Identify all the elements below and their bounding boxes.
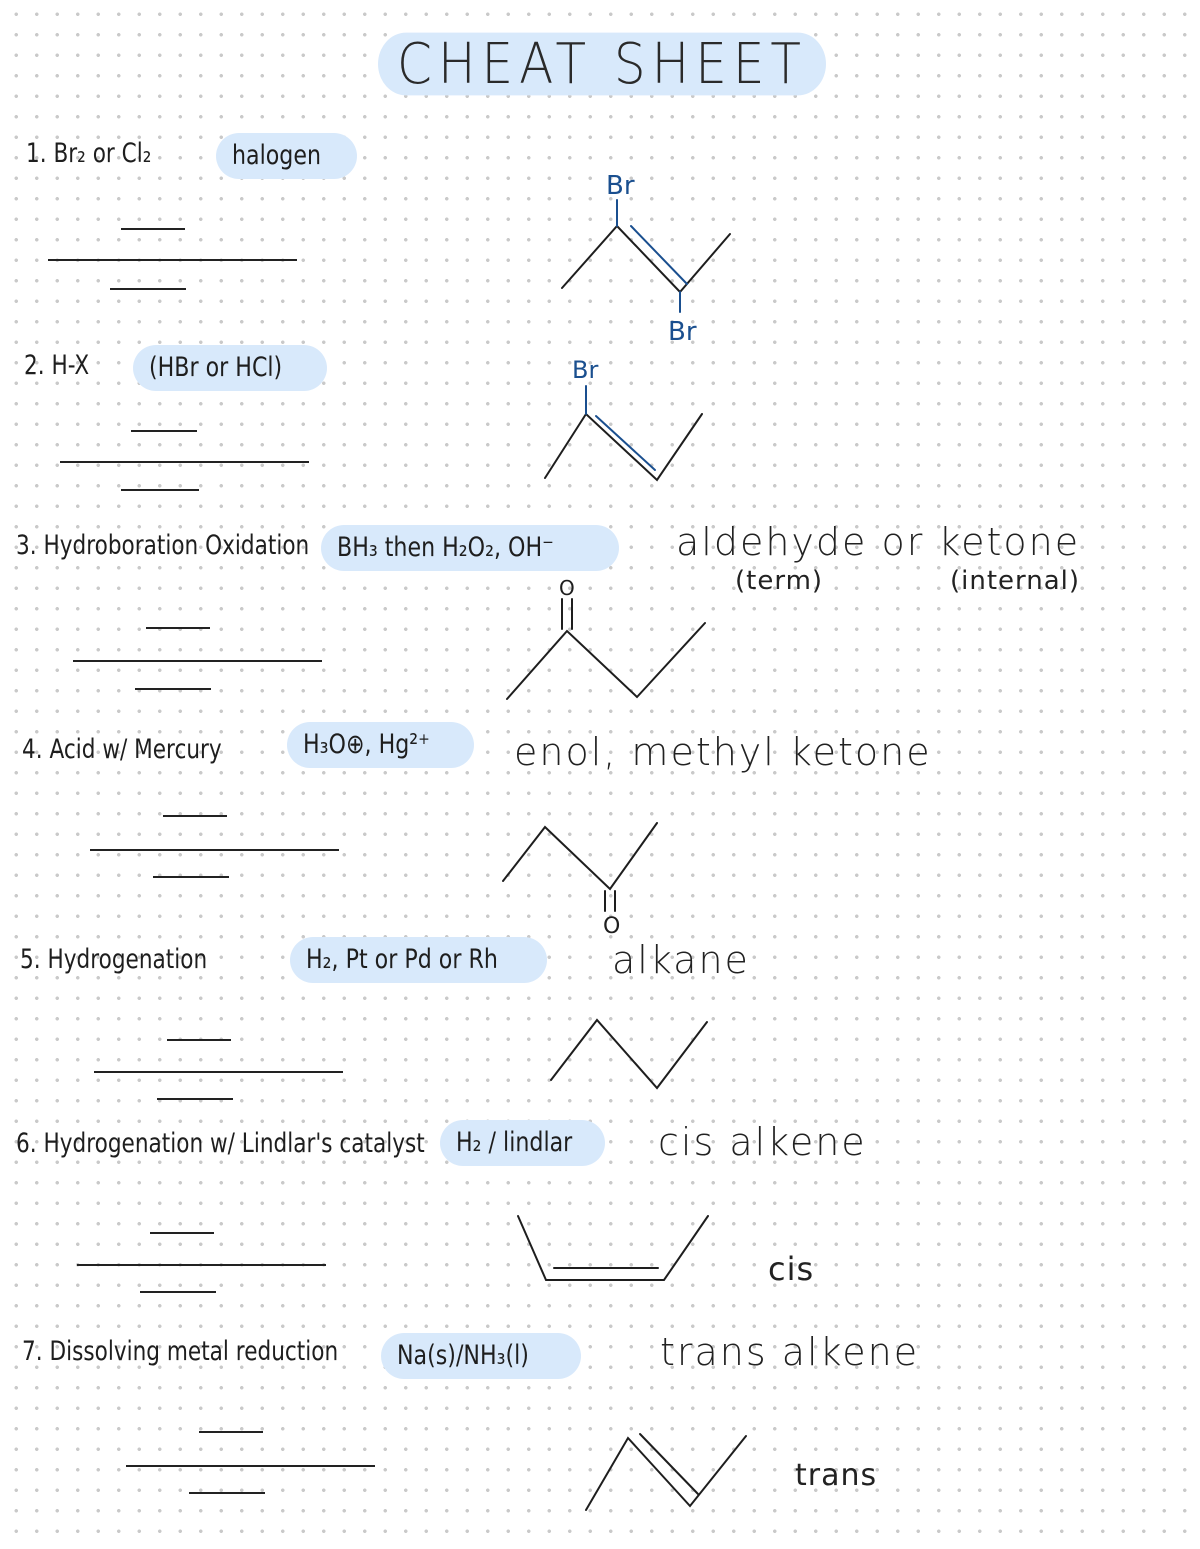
reaction-3-blank-arrow (73, 660, 322, 662)
reaction-6-blank-bottom (140, 1291, 216, 1293)
reaction-4-blank-top (163, 815, 227, 817)
reaction-7-note-trans: trans (795, 1458, 878, 1493)
reaction-4-blank-bottom (153, 876, 229, 878)
reaction-5-reagent-text: H₂, Pt or Pd or Rh (306, 944, 498, 975)
reaction-4-reagent: H₃O⊕, Hg²⁺ (287, 722, 474, 768)
alkane-structure (550, 1018, 708, 1090)
reaction-5-blank-arrow (94, 1071, 343, 1073)
trans-alkene-structure (585, 1433, 747, 1511)
reaction-7-blank-bottom (189, 1492, 265, 1494)
cis-alkene-structure (517, 1215, 709, 1281)
reaction-6-label: 6. Hydrogenation w/ Lindlar's catalyst (16, 1128, 425, 1159)
reaction-7-label: 7. Dissolving metal reduction (22, 1336, 339, 1367)
reaction-5-label: 5. Hydrogenation (20, 944, 208, 975)
reaction-6-reagent-text: H₂ / lindlar (456, 1127, 573, 1158)
reaction-6-blank-top (150, 1232, 214, 1234)
reaction-1-reagent: halogen (216, 133, 357, 179)
dibromo-br-top: Br (606, 171, 635, 201)
reaction-2-reagent: (HBr or HCl) (133, 345, 328, 391)
reaction-7-reagent: Na(s)/NH₃(l) (381, 1333, 581, 1379)
dibromo-br-bottom: Br (668, 317, 697, 347)
reaction-7-blank-arrow (126, 1465, 375, 1467)
reaction-7-reagent-text: Na(s)/NH₃(l) (397, 1340, 529, 1371)
reaction-1-label: 1. Br₂ or Cl₂ (26, 138, 152, 169)
reaction-1-blank-arrow (48, 259, 297, 261)
bromoalkene-structure: Br (544, 356, 703, 482)
butanone-structure: O (506, 576, 706, 700)
reaction-4-product: enol, methyl ketone (514, 730, 932, 774)
reaction-1-blank-bottom (110, 288, 186, 290)
reaction-5-product: alkane (612, 938, 750, 982)
reaction-6-product: cis alkene (658, 1120, 867, 1164)
reaction-1-reagent-text: halogen (232, 140, 322, 171)
reaction-3-note-term: (term) (735, 566, 824, 596)
methyl-ketone-o: O (603, 914, 620, 939)
reaction-3-reagent-text: BH₃ then H₂O₂, OH⁻ (337, 532, 554, 563)
reaction-7-blank-top (199, 1431, 263, 1433)
reaction-2-blank-bottom (121, 489, 199, 491)
reaction-2-blank-top (131, 430, 197, 432)
reaction-7-product: trans alkene (660, 1330, 920, 1374)
reaction-3-reagent: BH₃ then H₂O₂, OH⁻ (321, 525, 619, 571)
reaction-5-reagent: H₂, Pt or Pd or Rh (290, 937, 547, 983)
reaction-3-blank-top (146, 627, 210, 629)
reaction-2-label: 2. H-X (24, 350, 90, 381)
reaction-5-blank-top (167, 1039, 231, 1041)
reaction-6-note-cis: cis (768, 1250, 815, 1288)
reaction-3-label: 3. Hydroboration Oxidation (16, 530, 310, 561)
reaction-5-blank-bottom (157, 1098, 233, 1100)
reaction-3-blank-bottom (135, 688, 211, 690)
reaction-4-blank-arrow (90, 849, 339, 851)
reaction-6-blank-arrow (77, 1264, 326, 1266)
methyl-ketone-structure: O (502, 822, 658, 939)
reaction-4-label: 4. Acid w/ Mercury (22, 734, 222, 765)
reaction-2-blank-arrow (60, 461, 309, 463)
butanone-o: O (559, 576, 575, 600)
bromoalkene-br: Br (572, 356, 598, 384)
reaction-2-reagent-text: (HBr or HCl) (149, 352, 283, 383)
dibromo-alkene-structure: Br Br (561, 171, 731, 347)
page-title: CHEAT SHEET (378, 33, 826, 96)
reaction-3-product: aldehyde or ketone (676, 520, 1081, 564)
reaction-1-blank-top (121, 228, 185, 230)
reaction-3-note-internal: (internal) (950, 566, 1081, 596)
reaction-6-reagent: H₂ / lindlar (440, 1120, 605, 1166)
reaction-4-reagent-text: H₃O⊕, Hg²⁺ (303, 729, 430, 760)
